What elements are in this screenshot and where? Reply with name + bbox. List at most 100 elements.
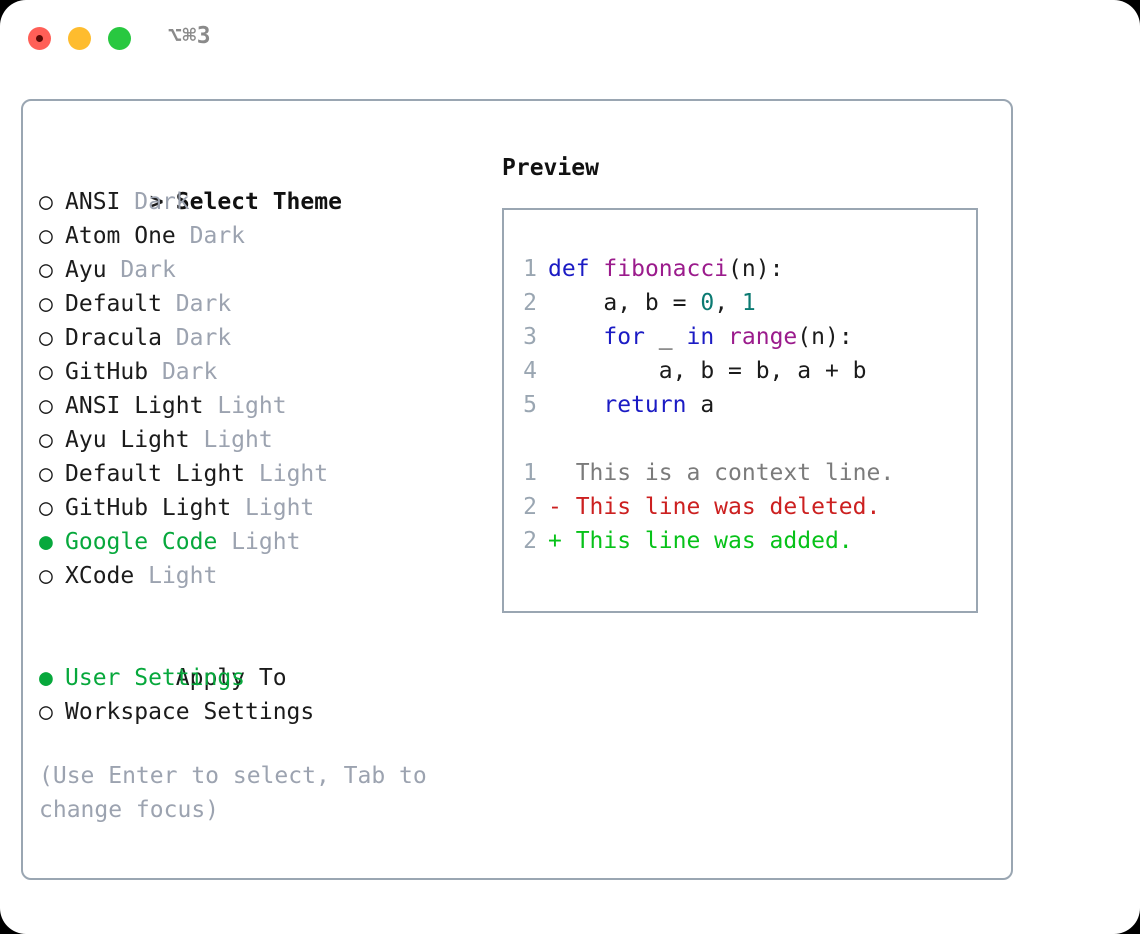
- theme-variant-badge: Light: [245, 495, 315, 521]
- code-token-plain: ,: [714, 290, 742, 316]
- theme-option-default[interactable]: ○Default Dark: [39, 287, 469, 321]
- code-token-plain: (n):: [728, 256, 784, 282]
- theme-option-github-light[interactable]: ○ GitHub Light Light: [39, 491, 469, 525]
- theme-option-label: ANSI Light: [65, 393, 204, 419]
- code-token-num: 0: [700, 290, 715, 316]
- theme-variant-badge: Dark: [120, 257, 176, 283]
- preview-heading: Preview: [502, 155, 599, 181]
- code-token-plain: _: [644, 324, 687, 350]
- diff-line-text: + This line was added.: [548, 528, 853, 554]
- theme-option-xcode[interactable]: ○ XCode Light: [39, 559, 469, 593]
- code-line: 1 def fibonacci(n):: [515, 252, 972, 286]
- radio-unselected-icon: ○: [39, 495, 53, 521]
- apply-to-option-user-settings[interactable]: ● User Settings: [39, 661, 469, 695]
- apply-to-option-list: ● User Settings ○ Workspace Settings: [39, 661, 469, 729]
- theme-variant-badge: Dark: [175, 291, 232, 317]
- maximize-window-button[interactable]: [108, 27, 131, 50]
- diff-line: 2 + This line was added.: [515, 524, 972, 558]
- theme-option-label: Dracula: [65, 325, 162, 351]
- line-number: 2: [523, 528, 537, 554]
- line-number: 4: [523, 358, 537, 384]
- code-token-kw: in: [686, 324, 715, 350]
- diff-line-text: - This line was deleted.: [548, 494, 881, 520]
- apply-to-option-label: Workspace Settings: [65, 699, 315, 725]
- keyboard-hint-text: (Use Enter to select, Tab to change focu…: [39, 763, 441, 823]
- theme-option-label: Ayu Light: [65, 427, 190, 453]
- theme-variant-badge: Dark: [175, 325, 232, 351]
- theme-option-ansi[interactable]: ○ ANSI Dark: [39, 185, 469, 219]
- line-number: 3: [523, 324, 537, 350]
- theme-variant-badge: Light: [231, 529, 301, 555]
- code-line: 2 a, b = 0, 1: [515, 286, 972, 320]
- diff-sample: 1 This is a context line. 2 - This line wa…: [515, 456, 972, 558]
- select-theme-heading-label: Select Theme: [175, 189, 342, 215]
- select-theme-heading: > Select Theme: [39, 151, 469, 215]
- theme-option-label: GitHub: [65, 359, 149, 385]
- code-token-plain: [714, 324, 728, 350]
- line-number: 1: [523, 460, 537, 486]
- diff-line: 1 This is a context line.: [515, 456, 972, 490]
- theme-option-list: ○ANSI Dark○Atom One Dark○Ayu Dark○Defaul…: [39, 185, 469, 593]
- code-line: 3 for _ in range(n):: [515, 320, 972, 354]
- code-token-plain: a, b = b, a + b: [548, 358, 867, 384]
- radio-unselected-icon: ○: [39, 325, 53, 351]
- code-token-kw: def: [548, 256, 590, 282]
- theme-option-label: Default Light: [65, 461, 246, 487]
- theme-option-label: Ayu: [65, 257, 107, 283]
- radio-selected-icon: ●: [39, 665, 53, 691]
- theme-option-atom-one[interactable]: ○ Atom One Dark: [39, 219, 469, 253]
- theme-option-default-light[interactable]: ○Default Light Light: [39, 457, 469, 491]
- radio-unselected-icon: ○: [39, 563, 53, 589]
- line-number: 5: [523, 392, 537, 418]
- list-spacer: [39, 593, 469, 627]
- radio-unselected-icon: ○: [39, 461, 53, 487]
- code-token-plain: (n):: [797, 324, 853, 350]
- theme-option-label: ANSI: [65, 189, 121, 215]
- code-token-plain: [590, 256, 604, 282]
- radio-unselected-icon: ○: [39, 223, 53, 249]
- theme-variant-badge: Light: [203, 427, 273, 453]
- code-token-fn: fibonacci: [603, 256, 729, 282]
- radio-unselected-icon: ○: [39, 699, 53, 725]
- theme-option-label: Atom One: [65, 223, 176, 249]
- radio-unselected-icon: ○: [39, 189, 53, 215]
- theme-option-github[interactable]: ○GitHub Dark: [39, 355, 469, 389]
- heading-caret-icon: >: [149, 189, 164, 215]
- theme-variant-badge: Dark: [134, 189, 190, 215]
- theme-option-dracula[interactable]: ○ Dracula Dark: [39, 321, 469, 355]
- minimize-window-button[interactable]: [68, 27, 91, 50]
- code-token-kw: for: [603, 324, 645, 350]
- theme-variant-badge: Dark: [189, 223, 246, 249]
- line-number: 1: [523, 256, 537, 282]
- code-token-kw: return: [603, 392, 687, 418]
- keyboard-shortcut-label: ⌥⌘3: [168, 23, 212, 49]
- apply-to-option-workspace-settings[interactable]: ○ Workspace Settings: [39, 695, 469, 729]
- theme-option-ayu[interactable]: ○ Ayu Dark: [39, 253, 469, 287]
- theme-list-column: >Select Theme ○ANSI Dark○Atom One Dark○A…: [39, 151, 469, 827]
- theme-option-label: GitHub Light: [65, 495, 232, 521]
- theme-option-label: Google Code: [65, 529, 218, 555]
- theme-option-label: Default: [65, 291, 162, 317]
- radio-unselected-icon: ○: [39, 257, 53, 283]
- code-token-plain: [548, 324, 603, 350]
- code-diff-gap: [515, 422, 972, 456]
- theme-selector-panel: >Select Theme ○ANSI Dark○Atom One Dark○A…: [21, 99, 1013, 880]
- theme-option-google-code[interactable]: ● Google Code Light: [39, 525, 469, 559]
- theme-variant-badge: Light: [148, 563, 218, 589]
- theme-option-label: XCode: [65, 563, 135, 589]
- theme-option-ayu-light[interactable]: ○Ayu Light Light: [39, 423, 469, 457]
- code-token-fn: range: [728, 324, 798, 350]
- theme-option-ansi-light[interactable]: ○ANSI Light Light: [39, 389, 469, 423]
- apply-to-option-label: User Settings: [65, 665, 246, 691]
- close-window-button[interactable]: [28, 27, 51, 50]
- line-number: 2: [523, 494, 537, 520]
- radio-selected-icon: ●: [39, 529, 53, 555]
- code-line: 4 a, b = b, a + b: [515, 354, 972, 388]
- code-token-plain: a, b =: [548, 290, 701, 316]
- radio-unselected-icon: ○: [39, 393, 53, 419]
